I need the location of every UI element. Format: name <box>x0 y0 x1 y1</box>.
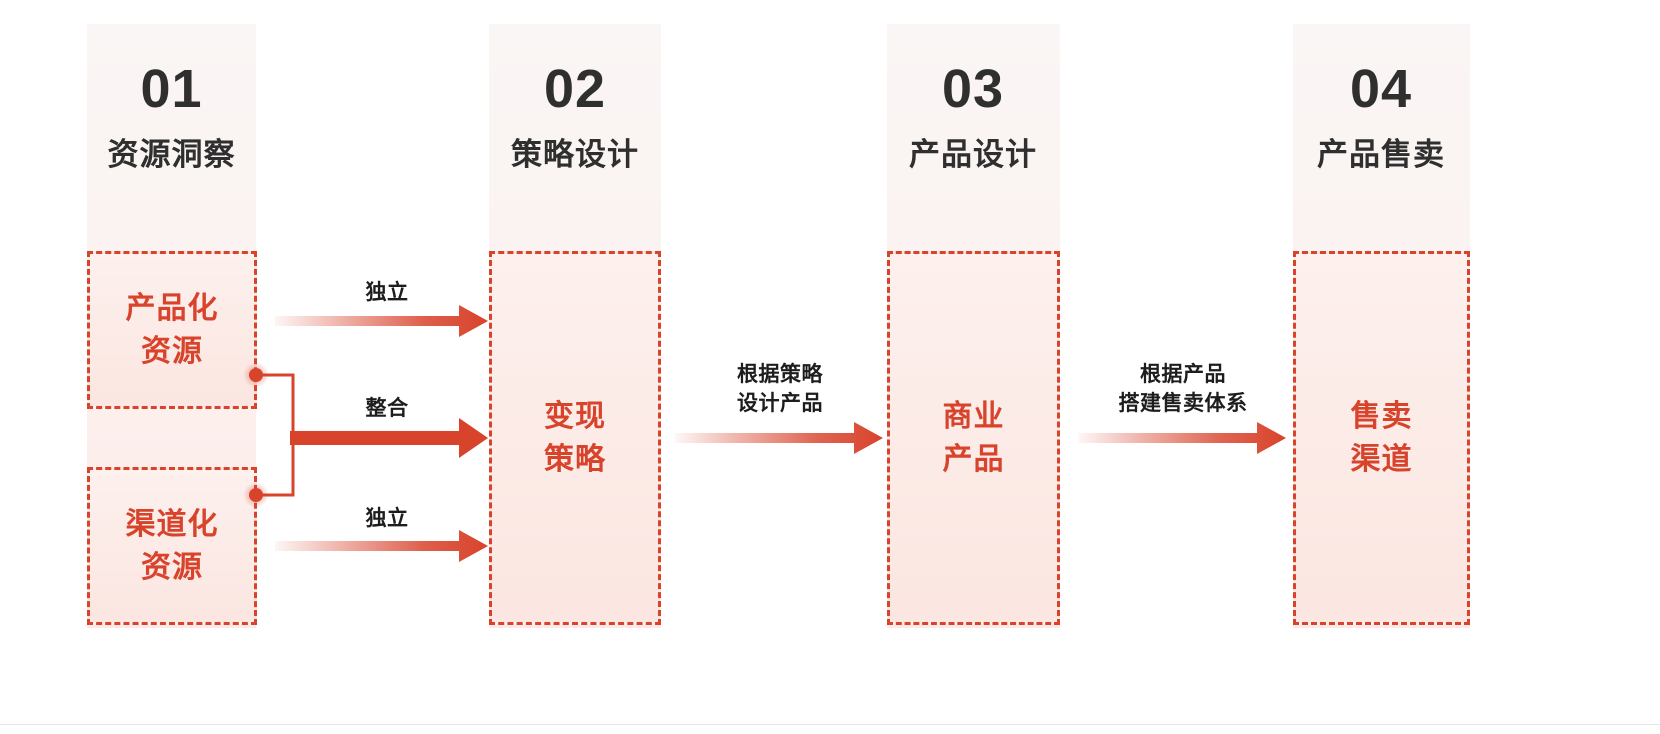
connector-arrow-strategy-to-product <box>675 420 885 456</box>
column-header-04: 04 产品售卖 <box>1256 62 1506 172</box>
connector-arrow-product-to-channel <box>1078 420 1288 456</box>
connector-label-product-to-channel: 根据产品 搭建售卖体系 <box>1118 363 1248 416</box>
column-number-02: 02 <box>543 59 607 119</box>
column-title-02: 策略设计 <box>511 137 639 172</box>
node-label-monetization-strategy: 变现 策略 <box>544 399 606 477</box>
column-number-04: 04 <box>1349 59 1413 119</box>
connector-arrow-independent-top <box>275 303 490 339</box>
merge-bracket-connector <box>235 350 315 530</box>
column-header-02: 02 策略设计 <box>450 62 700 172</box>
node-box-monetization-strategy[interactable]: 变现 策略 <box>489 251 661 625</box>
connector-label-integrated: 整合 <box>365 397 409 420</box>
node-label-commercial-product: 商业 产品 <box>942 399 1005 477</box>
connector-arrow-independent-bottom <box>275 528 490 564</box>
column-title-01: 资源洞察 <box>107 137 236 172</box>
bottom-divider <box>0 724 1660 725</box>
column-number-01: 01 <box>140 59 203 119</box>
column-title-04: 产品售卖 <box>1317 137 1445 172</box>
node-label-productized-resource: 产品化 资源 <box>125 291 219 369</box>
connector-label-independent-bottom: 独立 <box>365 507 409 530</box>
column-number-03: 03 <box>941 59 1005 119</box>
connector-arrow-integrated <box>290 418 490 458</box>
column-title-03: 产品设计 <box>909 137 1037 172</box>
node-box-productized-resource[interactable]: 产品化 资源 <box>87 251 257 409</box>
connector-label-strategy-to-product: 根据策略 设计产品 <box>737 363 823 416</box>
node-box-commercial-product[interactable]: 商业 产品 <box>887 251 1060 625</box>
node-label-channelized-resource: 渠道化 资源 <box>125 507 219 585</box>
node-box-channelized-resource[interactable]: 渠道化 资源 <box>87 467 257 625</box>
node-label-sales-channel: 售卖 渠道 <box>1350 399 1413 477</box>
node-box-sales-channel[interactable]: 售卖 渠道 <box>1293 251 1470 625</box>
column-header-03: 03 产品设计 <box>848 62 1098 172</box>
column-header-01: 01 资源洞察 <box>47 62 296 172</box>
connector-label-independent-top: 独立 <box>365 281 409 304</box>
